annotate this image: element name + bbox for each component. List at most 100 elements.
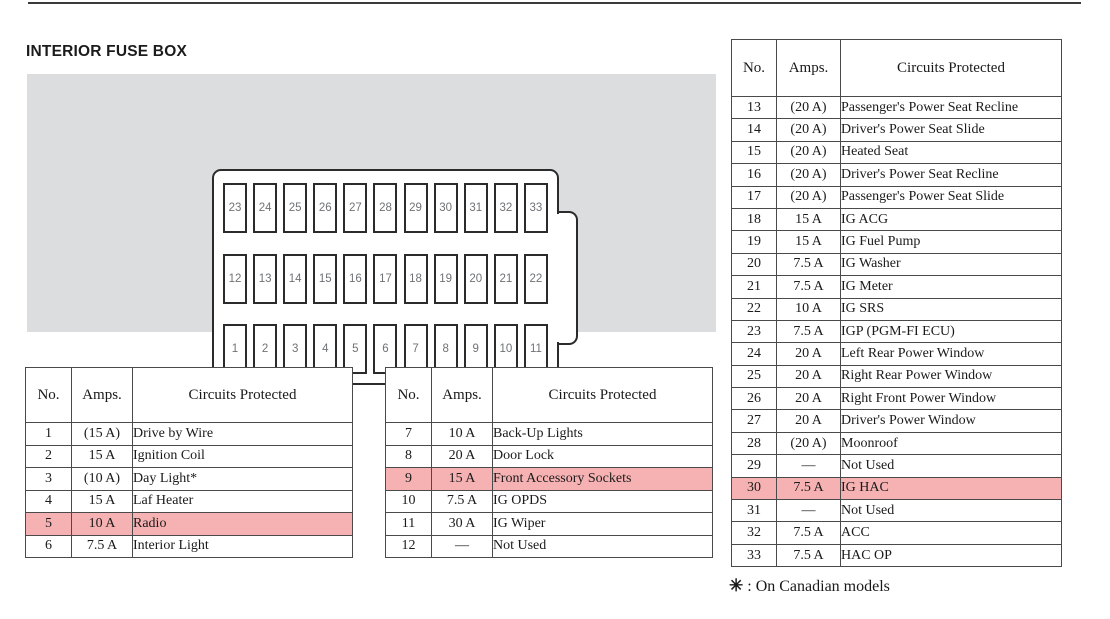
cell-circuits: Front Accessory Sockets: [492, 467, 713, 491]
table-row: 16(20 A)Driver's Power Seat Recline: [731, 163, 1062, 187]
fuse-slot[interactable]: 31: [463, 183, 488, 233]
cell-no: 22: [731, 297, 777, 321]
cell-no: 10: [385, 489, 432, 513]
column-header-amps: Amps.: [776, 39, 841, 97]
cell-amps: 20 A: [776, 342, 841, 366]
fuse-slot[interactable]: 6: [373, 324, 398, 374]
cell-circuits: Right Front Power Window: [840, 387, 1062, 411]
cell-no: 5: [25, 512, 72, 536]
table-header-row: No. Amps. Circuits Protected: [25, 367, 353, 423]
fuse-slot[interactable]: 9: [463, 324, 488, 374]
fuse-slot[interactable]: 10: [493, 324, 518, 374]
fuse-slot[interactable]: 21: [493, 254, 518, 304]
fuse-slot[interactable]: 13: [253, 254, 278, 304]
fuse-slot[interactable]: 14: [283, 254, 308, 304]
fuse-box-side-tab: [556, 211, 578, 345]
column-header-amps: Amps.: [431, 367, 493, 423]
fuse-slot[interactable]: 29: [403, 183, 428, 233]
cell-no: 12: [385, 534, 432, 558]
fuse-slot[interactable]: 24: [253, 183, 278, 233]
cell-no: 8: [385, 444, 432, 468]
cell-amps: (20 A): [776, 118, 841, 142]
table-row: 14(20 A)Driver's Power Seat Slide: [731, 118, 1062, 142]
fuse-slot[interactable]: 26: [313, 183, 338, 233]
cell-amps: (20 A): [776, 185, 841, 209]
fuse-slot[interactable]: 12: [223, 254, 247, 304]
cell-no: 33: [731, 543, 777, 568]
cell-circuits: HAC OP: [840, 543, 1062, 568]
cell-circuits: Passenger's Power Seat Slide: [840, 185, 1062, 209]
fuse-slot[interactable]: 23: [223, 183, 247, 233]
fuse-slot[interactable]: 2: [253, 324, 278, 374]
cell-amps: 20 A: [776, 364, 841, 389]
fuse-slot[interactable]: 22: [523, 254, 548, 304]
cell-circuits: Drive by Wire: [132, 422, 353, 446]
cell-amps: (20 A): [776, 163, 841, 187]
cell-circuits: Left Rear Power Window: [840, 342, 1062, 366]
cell-no: 26: [731, 387, 777, 411]
column-header-no: No.: [731, 39, 777, 97]
fuse-slot[interactable]: 19: [433, 254, 458, 304]
fuse-slot[interactable]: 33: [523, 183, 548, 233]
footnote: ✳ : On Canadian models: [729, 576, 890, 596]
cell-no: 13: [731, 95, 777, 120]
fuse-slot[interactable]: 30: [433, 183, 458, 233]
cell-amps: 15 A: [776, 207, 841, 232]
table-row: 15(20 A)Heated Seat: [731, 140, 1062, 165]
cell-amps: 30 A: [431, 512, 493, 536]
fuse-slot[interactable]: 15: [313, 254, 338, 304]
table-row: 13(20 A)Passenger's Power Seat Recline: [731, 95, 1062, 120]
fuse-slot[interactable]: 32: [493, 183, 518, 233]
cell-amps: (20 A): [776, 140, 841, 165]
fuse-slot[interactable]: 11: [523, 324, 548, 374]
fuse-slot[interactable]: 27: [343, 183, 368, 233]
fuse-slot[interactable]: 8: [433, 324, 458, 374]
table-header-row: No. Amps. Circuits Protected: [385, 367, 713, 423]
cell-circuits: Not Used: [840, 499, 1062, 523]
fuse-slot[interactable]: 1: [223, 324, 247, 374]
fuse-slot[interactable]: 18: [403, 254, 428, 304]
cell-amps: 7.5 A: [776, 252, 841, 277]
cell-no: 19: [731, 230, 777, 254]
cell-amps: 10 A: [431, 422, 493, 446]
cell-amps: 15 A: [71, 444, 133, 468]
column-header-circuits: Circuits Protected: [132, 367, 353, 423]
cell-no: 31: [731, 499, 777, 523]
cell-circuits: Not Used: [492, 534, 713, 558]
fuse-slot[interactable]: 16: [343, 254, 368, 304]
cell-amps: —: [776, 454, 841, 478]
cell-no: 15: [731, 140, 777, 165]
fuse-slot[interactable]: 25: [283, 183, 308, 233]
cell-circuits: IG Fuel Pump: [840, 230, 1062, 254]
fuse-slot[interactable]: 17: [373, 254, 398, 304]
cell-circuits: IG ACG: [840, 207, 1062, 232]
cell-circuits: IG Washer: [840, 252, 1062, 277]
cell-no: 16: [731, 163, 777, 187]
cell-no: 18: [731, 207, 777, 232]
cell-no: 17: [731, 185, 777, 209]
fuse-slot[interactable]: 28: [373, 183, 398, 233]
column-header-no: No.: [25, 367, 72, 423]
cell-circuits: Driver's Power Window: [840, 409, 1062, 433]
table-row: 3(10 A)Day Light*: [25, 467, 353, 491]
fuse-slot[interactable]: 5: [343, 324, 368, 374]
cell-circuits: Passenger's Power Seat Recline: [840, 95, 1062, 120]
cell-circuits: Right Rear Power Window: [840, 364, 1062, 389]
cell-no: 14: [731, 118, 777, 142]
table-header-row: No. Amps. Circuits Protected: [731, 39, 1062, 97]
cell-no: 23: [731, 319, 777, 344]
fuse-slot[interactable]: 20: [463, 254, 488, 304]
cell-no: 1: [25, 422, 72, 446]
